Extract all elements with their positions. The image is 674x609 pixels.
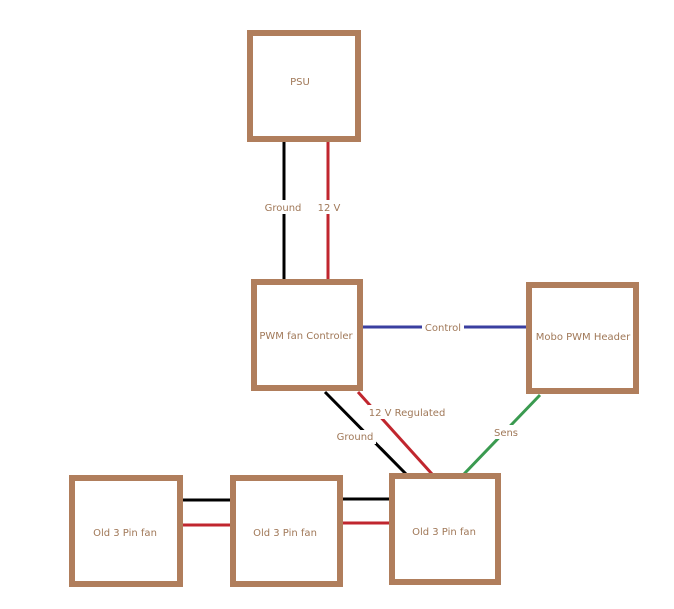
mobo-header-box [526, 282, 639, 394]
control-label: Control [425, 323, 461, 334]
psu-label: PSU [290, 77, 310, 88]
mobo-header-label: Mobo PWM Header [536, 332, 631, 343]
psu-ground-label: Ground [265, 203, 302, 214]
controller-label: PWM fan Controler [259, 331, 353, 342]
fan1-label: Old 3 Pin fan [93, 528, 157, 539]
fan1-box [69, 475, 183, 587]
controller-box [251, 279, 363, 391]
controller-ground-label: Ground [337, 432, 374, 443]
fan3-box [389, 473, 501, 585]
fan3-label: Old 3 Pin fan [412, 527, 476, 538]
regulated-label: 12 V Regulated [369, 408, 446, 419]
psu-box [247, 30, 361, 142]
fan2-box [230, 475, 343, 587]
fan2-label: Old 3 Pin fan [253, 528, 317, 539]
psu-12v-label: 12 V [318, 203, 341, 214]
sens-label: Sens [494, 428, 518, 439]
